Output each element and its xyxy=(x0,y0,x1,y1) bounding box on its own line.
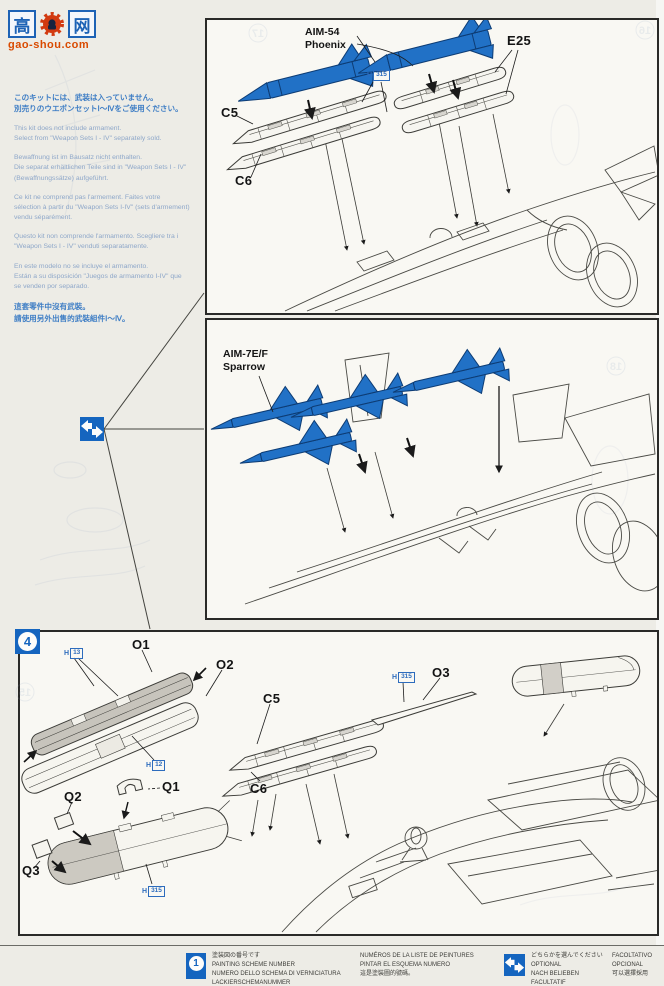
note-english: This kit does not include armament.Selec… xyxy=(14,124,162,142)
sparrow-diagram-art xyxy=(207,340,657,605)
part-label-c5: C5 xyxy=(263,691,281,706)
armament-notes: このキットには、武装は入っていません。別売りのウエポンセットⅠ～Ⅳをご使用くださ… xyxy=(14,92,210,333)
optional-choice-icon xyxy=(80,417,104,441)
part-label-q1: Q1 xyxy=(162,779,180,794)
logo-gear-icon xyxy=(38,10,66,38)
footer-painting-scheme-text: 塗装図の番号です PAINTING SCHEME NUMBER NUMERO D… xyxy=(212,953,341,986)
step4-diagram-art xyxy=(21,649,657,933)
logo-char-left: 高 xyxy=(8,10,36,38)
part-label-o3: O3 xyxy=(432,665,450,680)
page-edge xyxy=(656,0,664,986)
note-chinese: 這套零件中沒有武裝。請使用另外出售的武裝組件Ⅰ～Ⅳ。 xyxy=(14,302,130,323)
part-label-q3: Q3 xyxy=(22,863,40,878)
logo-domain-text: gao-shou.com xyxy=(8,39,90,51)
part-label-o1: O1 xyxy=(132,637,150,652)
part-label-c6: C6 xyxy=(235,173,253,188)
note-german: Bewaffnung ist im Bausatz nicht enthalte… xyxy=(14,154,187,182)
part-label-e25: E25 xyxy=(507,33,532,48)
footer-optional-text: どちらかを選んでください OPTIONAL NACH BELIEBEN FACU… xyxy=(531,953,603,986)
footer-optional-text-2: FACOLTATIVO OPCIONAL 可以選擇採用 xyxy=(612,953,653,977)
step-number-badge: 4 xyxy=(15,629,40,654)
part-label-c5: C5 xyxy=(221,105,239,120)
footer-legend: 1 塗装図の番号です PAINTING SCHEME NUMBER NUMERO… xyxy=(0,945,664,986)
logo-char-right: 网 xyxy=(68,10,96,38)
note-french: Ce kit ne comprend pas l'armement. Faite… xyxy=(14,193,190,222)
note-japanese: このキットには、武装は入っていません。別売りのウエポンセットⅠ～Ⅳをご使用くださ… xyxy=(14,93,183,114)
optional-legend-icon xyxy=(504,954,525,976)
footer-painting-scheme-text-2: NUMÉROS DE LA LISTE DE PEINTURES PINTAR … xyxy=(360,953,474,977)
note-spanish: En este modelo no se incluye el armament… xyxy=(14,262,182,291)
phoenix-diagram-art xyxy=(224,20,657,312)
watermark-logo: 高 网 gao-shou.com xyxy=(8,10,96,51)
part-label-c6: C6 xyxy=(250,781,268,796)
part-label-q2: Q2 xyxy=(64,789,82,804)
painting-scheme-number-icon: 1 xyxy=(186,953,206,979)
part-label-o2: O2 xyxy=(216,657,234,672)
note-italian: Questo kit non comprende l'armamento. Sc… xyxy=(14,233,179,251)
